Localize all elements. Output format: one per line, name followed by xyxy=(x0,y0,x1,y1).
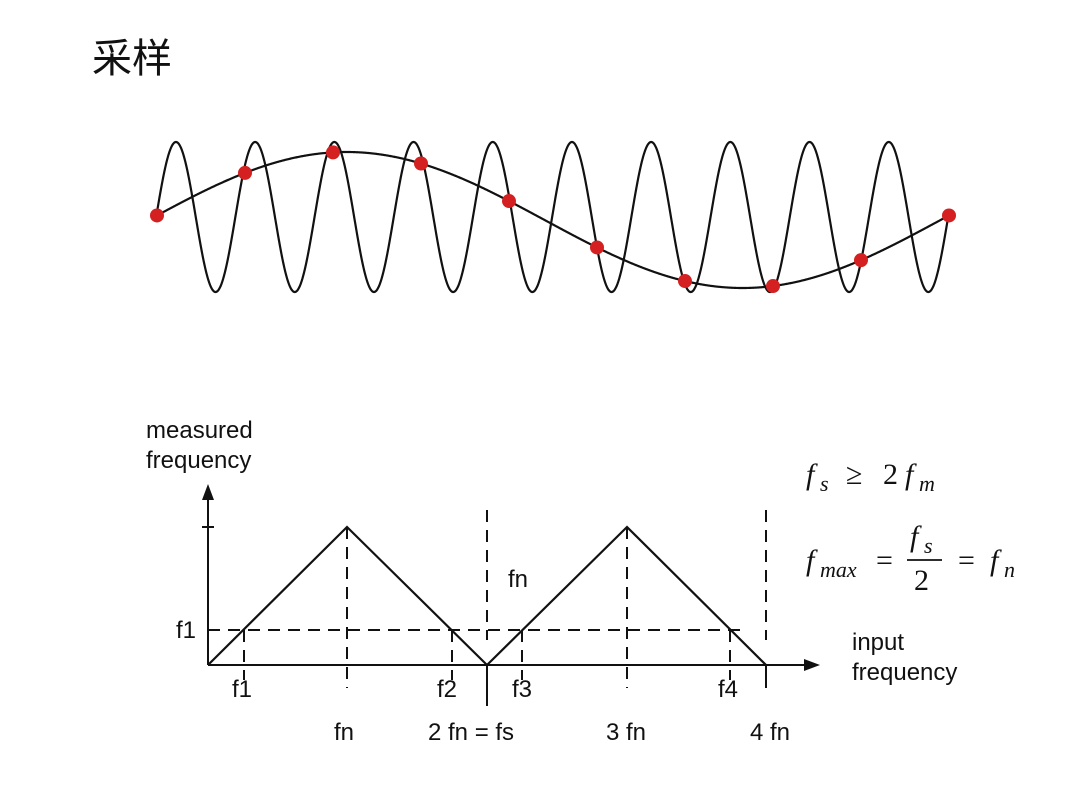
formula1-lhs: f xyxy=(806,458,818,491)
tick-label-f1: f1 xyxy=(232,676,252,703)
formula1-rhs: f xyxy=(905,458,917,491)
sampling-theorem-formula: f s ≥ 2 f m xyxy=(806,458,935,496)
formula2-rhs-sub: n xyxy=(1004,557,1015,582)
formula2-eq2: = xyxy=(958,544,975,577)
sample-point xyxy=(150,208,164,223)
formula2-lhs: f xyxy=(806,544,818,577)
fn-peak-label: fn xyxy=(508,566,528,593)
formula1-lhs-sub: s xyxy=(820,471,829,496)
tick-label-f2: f2 xyxy=(437,676,457,703)
sample-point xyxy=(942,208,956,223)
y-axis-arrow-icon xyxy=(202,484,214,500)
sample-point xyxy=(326,145,340,160)
sampled-signal-figure xyxy=(150,140,956,294)
y-axis-label-line2: frequency xyxy=(146,447,251,474)
formula1-op: ≥ xyxy=(846,458,862,491)
y-axis-label-line1: measured xyxy=(146,417,253,444)
tick-label-2fn-fs: 2 fn = fs xyxy=(428,719,514,746)
sample-points xyxy=(150,145,956,294)
tick-label-3fn: 3 fn xyxy=(606,719,646,746)
tick-label-f4: f4 xyxy=(718,676,738,703)
formula2-lhs-sub: max xyxy=(820,557,857,582)
sample-point xyxy=(590,240,604,255)
formula2-numerator: f xyxy=(910,520,922,553)
formula2-eq: = xyxy=(876,544,893,577)
x-axis-label-line2: frequency xyxy=(852,659,957,686)
nyquist-formula: f max = f s 2 = f n xyxy=(806,520,1015,597)
sample-point xyxy=(854,253,868,268)
x-axis-label-line1: input xyxy=(852,629,904,656)
tick-label-fn: fn xyxy=(334,719,354,746)
slide-title: 采样 xyxy=(92,36,172,82)
tick-label-4fn: 4 fn xyxy=(750,719,790,746)
dashed-guides xyxy=(208,510,767,688)
high-frequency-wave xyxy=(155,140,951,294)
sample-point xyxy=(766,279,780,294)
tick-label-f3: f3 xyxy=(512,676,532,703)
x-axis-arrow-icon xyxy=(804,659,820,671)
formula2-rhs: f xyxy=(990,544,1002,577)
formula1-coef: 2 xyxy=(883,458,898,491)
sample-point xyxy=(678,274,692,289)
sample-point xyxy=(238,165,252,180)
aliasing-diagram: measured frequency input frequency f1 fn xyxy=(146,417,957,746)
formula2-numerator-sub: s xyxy=(924,533,933,558)
sample-point xyxy=(502,194,516,209)
sample-point xyxy=(414,156,428,171)
formula2-denominator: 2 xyxy=(914,564,929,597)
formula1-rhs-sub: m xyxy=(919,471,935,496)
aliased-low-frequency-wave xyxy=(156,150,950,290)
f1-level-label: f1 xyxy=(176,617,196,644)
